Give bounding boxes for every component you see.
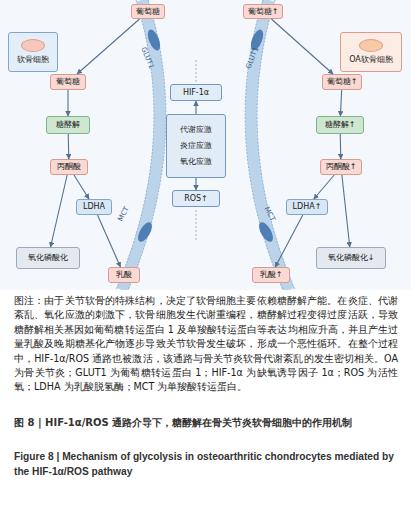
flow-arrow [98, 215, 121, 267]
stress-box: 代谢应激炎症应激氧化应激 [166, 114, 226, 178]
membrane-line [128, 0, 166, 290]
cell-symbol [359, 39, 383, 52]
node-text: 氧化磷酸化↓ [328, 253, 375, 263]
node-text: 乳酸 [116, 270, 132, 280]
membrane-line [257, 0, 295, 290]
flow-arrow [342, 175, 350, 247]
diagram-area: 软骨细胞葡萄糖葡萄糖糖酵解丙酮酸LDHA氧化磷酸化乳酸HIF-1α代谢应激炎症应… [0, 0, 411, 290]
node-text: 糖酵解 [56, 120, 80, 130]
flow-arrow [77, 19, 139, 74]
flow-arrow [340, 134, 342, 159]
flow-arrow [195, 101, 196, 114]
node-text: 代谢应激 [180, 125, 212, 135]
figure-title: 图 8 | HIF-1α/ROS 通路介导下，糖酵解在骨关节炎软骨细胞中的作用机… [14, 416, 398, 431]
factor-box: HIF-1α [170, 84, 222, 101]
node-text: 氧化磷酸化 [28, 253, 68, 263]
flow-arrow [195, 178, 196, 190]
flow-arrow [271, 19, 333, 74]
process-box: 氧化磷酸化 [16, 247, 80, 269]
metabolite-box: 葡萄糖 [50, 74, 86, 90]
metabolite-box: 葡萄糖 [131, 4, 165, 19]
process-box: 糖酵解↑ [316, 116, 364, 134]
membrane-line [245, 0, 283, 290]
flow-arrow [67, 90, 68, 116]
enzyme-box: LDHA [76, 199, 112, 215]
backdrop [0, 0, 411, 290]
node-text: 乳酸↑ [260, 270, 283, 280]
node-text: 葡萄糖 [136, 7, 160, 17]
metabolite-box: 乳酸↑ [252, 267, 290, 283]
figure-caption: 图注：由于关节软骨的特殊结构，决定了软骨细胞主要依赖糖酵解产能。在炎症、代谢紊乱… [14, 294, 398, 395]
node-text: 葡萄糖↑ [327, 77, 358, 87]
node-text: 糖酵解↑ [325, 120, 356, 130]
pathway-hint [196, 210, 197, 240]
mct-channel [256, 220, 276, 244]
connector-layer [0, 0, 411, 290]
mct-channel [135, 220, 155, 244]
node-text: HIF-1α [183, 88, 209, 98]
node-text: ROS↑ [184, 194, 208, 204]
pathway-hint [196, 60, 197, 82]
flow-arrow [275, 215, 303, 267]
cell-legend-box: OA软骨细胞 [340, 32, 402, 72]
membrane-line [116, 0, 154, 290]
flow-arrow [51, 175, 68, 247]
flow-arrow [74, 175, 89, 199]
flow-arrow [314, 175, 334, 199]
node-text: OA软骨细胞 [349, 55, 393, 65]
cell-legend-box: 软骨细胞 [8, 32, 58, 72]
node-text: 氧化应激 [180, 157, 212, 167]
node-text: 软骨细胞 [17, 55, 49, 65]
metabolite-box: 丙酮酸↑ [320, 159, 362, 175]
figure-title-english: Figure 8 | Mechanism of glycolysis in os… [14, 450, 398, 479]
flow-arrow [340, 90, 341, 116]
node-text: 葡萄糖↑ [248, 7, 279, 17]
node-text: 葡萄糖 [56, 77, 80, 87]
metabolite-box: 葡萄糖↑ [243, 4, 283, 19]
enzyme-box: LDHA↑ [286, 199, 328, 215]
node-text: LDHA [83, 202, 105, 212]
process-box: 糖酵解 [46, 116, 90, 134]
metabolite-box: 乳酸 [108, 267, 140, 283]
node-text: 炎症应激 [180, 141, 212, 151]
node-text: 丙酮酸 [57, 162, 81, 172]
metabolite-box: 葡萄糖↑ [322, 74, 362, 90]
node-text: 丙酮酸↑ [326, 162, 357, 172]
flow-arrow [68, 134, 70, 159]
factor-box: ROS↑ [172, 190, 220, 207]
cell-symbol [21, 39, 45, 52]
node-text: LDHA↑ [293, 202, 322, 212]
metabolite-box: 丙酮酸 [50, 159, 88, 175]
process-box: 氧化磷酸化↓ [316, 247, 386, 269]
